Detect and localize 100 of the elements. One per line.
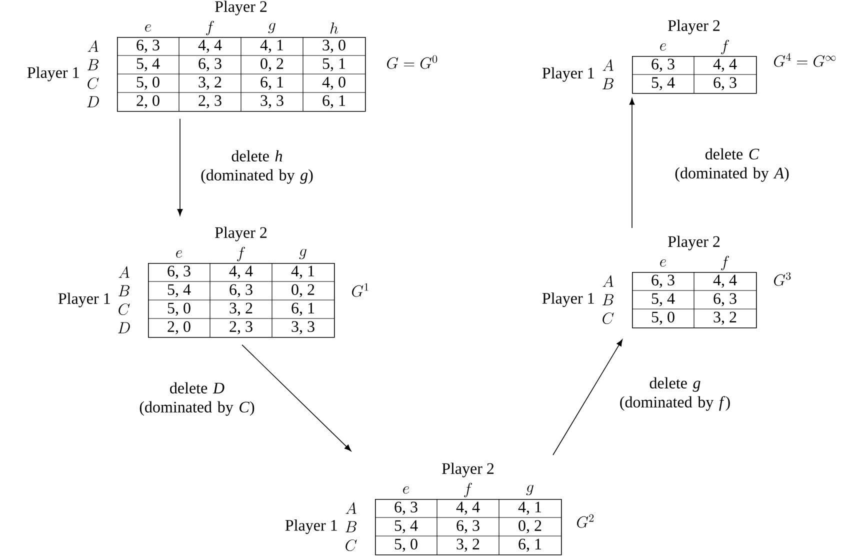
strategy-label: $D$ bbox=[118, 322, 130, 334]
payoff-cell: 0, 2 bbox=[292, 284, 314, 298]
payoff-cell: 5, 4 bbox=[652, 77, 675, 90]
payoff-cell: 4, 4 bbox=[713, 274, 737, 288]
edge-label: delete C (dominated by A) bbox=[675, 148, 789, 182]
payoff-cell: 6, 3 bbox=[168, 266, 190, 279]
payoff-cell: 5, 1 bbox=[322, 58, 346, 72]
payoff-cell: 3, 2 bbox=[714, 312, 736, 325]
payoff-cell: 5, 0 bbox=[168, 302, 190, 316]
strategy-label: $C$ bbox=[602, 312, 614, 324]
strategy-label: $e$ bbox=[660, 259, 666, 267]
payoff-cell: 4, 1 bbox=[291, 266, 314, 279]
payoff-cell: 5, 0 bbox=[136, 76, 160, 90]
strategy-label: $C$ bbox=[88, 77, 99, 90]
strategy-label: $f$ bbox=[206, 20, 214, 36]
payoff-cell: 0, 2 bbox=[518, 520, 542, 534]
player-label: Player 2 bbox=[442, 462, 494, 478]
payoff-cell: 4, 4 bbox=[198, 40, 222, 53]
payoff-cell: 0, 2 bbox=[260, 58, 284, 72]
strategy-label: $B$ bbox=[602, 294, 614, 306]
strategy-label: $D$ bbox=[87, 96, 99, 108]
payoff-cell: 3, 2 bbox=[230, 302, 252, 316]
payoff-cell: 2, 3 bbox=[230, 321, 252, 334]
payoff-cell: 4, 1 bbox=[260, 40, 284, 53]
payoff-cell: 2, 0 bbox=[136, 95, 160, 108]
payoff-cell: 2, 0 bbox=[168, 321, 190, 334]
player-label: Player 1 bbox=[58, 292, 110, 308]
strategy-label: $e$ bbox=[176, 250, 182, 258]
payoff-cell: 3, 3 bbox=[260, 95, 284, 108]
arrow bbox=[177, 118, 183, 216]
strategy-label: $A$ bbox=[88, 40, 98, 52]
strategy-label: $A$ bbox=[602, 275, 614, 287]
payoff-cell: 6, 1 bbox=[260, 76, 284, 90]
payoff-cell: 6, 3 bbox=[714, 293, 736, 306]
strategy-label: $B$ bbox=[87, 59, 99, 70]
game-label: $G^3$ bbox=[774, 272, 791, 286]
payoff-cell: 3, 2 bbox=[198, 76, 222, 90]
payoff-cell: 4, 4 bbox=[713, 58, 737, 72]
player-label: Player 2 bbox=[215, 226, 267, 242]
strategy-label: $g$ bbox=[299, 248, 306, 260]
strategy-label: $f$ bbox=[721, 40, 730, 54]
strategy-label: $g$ bbox=[268, 22, 276, 34]
arrow bbox=[242, 344, 352, 452]
payoff-cell: 3, 2 bbox=[456, 538, 480, 552]
payoff-cell: 5, 4 bbox=[168, 284, 191, 298]
player-label: Player 1 bbox=[27, 66, 79, 82]
arrow bbox=[552, 339, 623, 456]
payoff-cell: 4, 4 bbox=[456, 502, 480, 515]
strategy-label: $A$ bbox=[602, 59, 614, 71]
payoff-cell: 5, 4 bbox=[136, 58, 160, 72]
payoff-cell: 4, 1 bbox=[518, 502, 542, 515]
payoff-cell: 5, 4 bbox=[394, 520, 418, 534]
strategy-label: $h$ bbox=[330, 22, 338, 34]
payoff-cell: 5, 4 bbox=[652, 293, 675, 306]
player-label: Player 1 bbox=[285, 519, 337, 534]
strategy-label: $e$ bbox=[660, 43, 666, 51]
arrow bbox=[629, 98, 635, 228]
payoff-cell: 6, 3 bbox=[136, 40, 160, 53]
payoff-cell: 3, 0 bbox=[322, 40, 346, 53]
strategy-label: $e$ bbox=[403, 486, 410, 494]
strategy-label: $C$ bbox=[346, 539, 357, 552]
strategy-label: $A$ bbox=[346, 502, 356, 514]
strategy-label: $C$ bbox=[118, 303, 130, 316]
strategy-label: $f$ bbox=[237, 246, 246, 262]
player-label: Player 1 bbox=[542, 292, 594, 308]
strategy-label: $B$ bbox=[345, 521, 357, 532]
strategy-label: $A$ bbox=[118, 266, 130, 278]
payoff-cell: 6, 3 bbox=[456, 520, 480, 534]
strategy-label: $f$ bbox=[464, 482, 472, 498]
payoff-cell: 6, 1 bbox=[292, 302, 314, 316]
game-label: $G^2$ bbox=[577, 514, 594, 528]
game-label: $G^1$ bbox=[352, 283, 368, 297]
game-label: $G = G^0$ bbox=[387, 55, 438, 69]
strategy-label: $e$ bbox=[145, 24, 152, 32]
payoff-cell: 4, 0 bbox=[322, 76, 346, 90]
edge-label: delete D (dominated by C) bbox=[140, 382, 254, 416]
player-label: Player 2 bbox=[668, 236, 720, 250]
payoff-cell: 6, 3 bbox=[230, 284, 252, 298]
strategy-label: $g$ bbox=[526, 484, 534, 496]
player-label: Player 1 bbox=[542, 67, 594, 82]
game-label: $G^4 = G^\infty$ bbox=[774, 53, 836, 67]
payoff-cell: 6, 3 bbox=[652, 58, 674, 72]
strategy-label: $f$ bbox=[721, 256, 730, 270]
payoff-cell: 6, 3 bbox=[652, 274, 674, 288]
strategy-label: $B$ bbox=[118, 285, 130, 296]
payoff-cell: 2, 3 bbox=[198, 95, 222, 108]
edge-label: delete h (dominated by g) bbox=[201, 150, 313, 184]
strategy-label: $B$ bbox=[602, 78, 614, 90]
player-label: Player 2 bbox=[668, 20, 720, 34]
payoff-cell: 4, 4 bbox=[229, 266, 253, 279]
payoff-cell: 6, 1 bbox=[322, 95, 346, 108]
payoff-cell: 3, 3 bbox=[292, 321, 314, 334]
player-label: Player 2 bbox=[215, 0, 267, 16]
payoff-cell: 5, 0 bbox=[394, 538, 418, 552]
edge-label: delete g (dominated by f) bbox=[620, 377, 730, 411]
payoff-cell: 6, 3 bbox=[394, 502, 418, 515]
payoff-cell: 6, 3 bbox=[198, 58, 222, 72]
payoff-cell: 6, 1 bbox=[518, 538, 542, 552]
payoff-cell: 6, 3 bbox=[714, 77, 736, 90]
payoff-cell: 5, 0 bbox=[652, 312, 674, 325]
